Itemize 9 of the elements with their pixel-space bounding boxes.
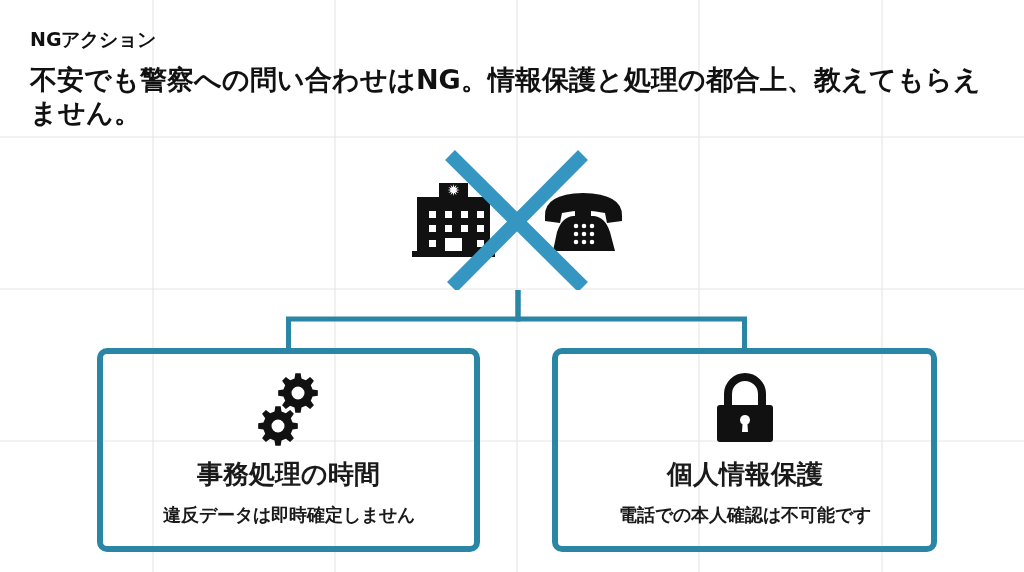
box-heading: 個人情報保護: [666, 458, 823, 490]
box-heading: 事務処理の時間: [197, 458, 380, 490]
box-description: 違反データは即時確定しません: [162, 503, 415, 527]
section-label: NGアクション: [30, 28, 157, 51]
info-box: [552, 348, 937, 552]
box-description: 電話での本人確認は不可能です: [618, 503, 871, 527]
info-box: [97, 348, 480, 552]
connector-line: [515, 290, 747, 348]
heading: 不安でも警察への問い合わせはNG。情報保護と処理の都合上、教えてもらえません。: [30, 63, 982, 129]
